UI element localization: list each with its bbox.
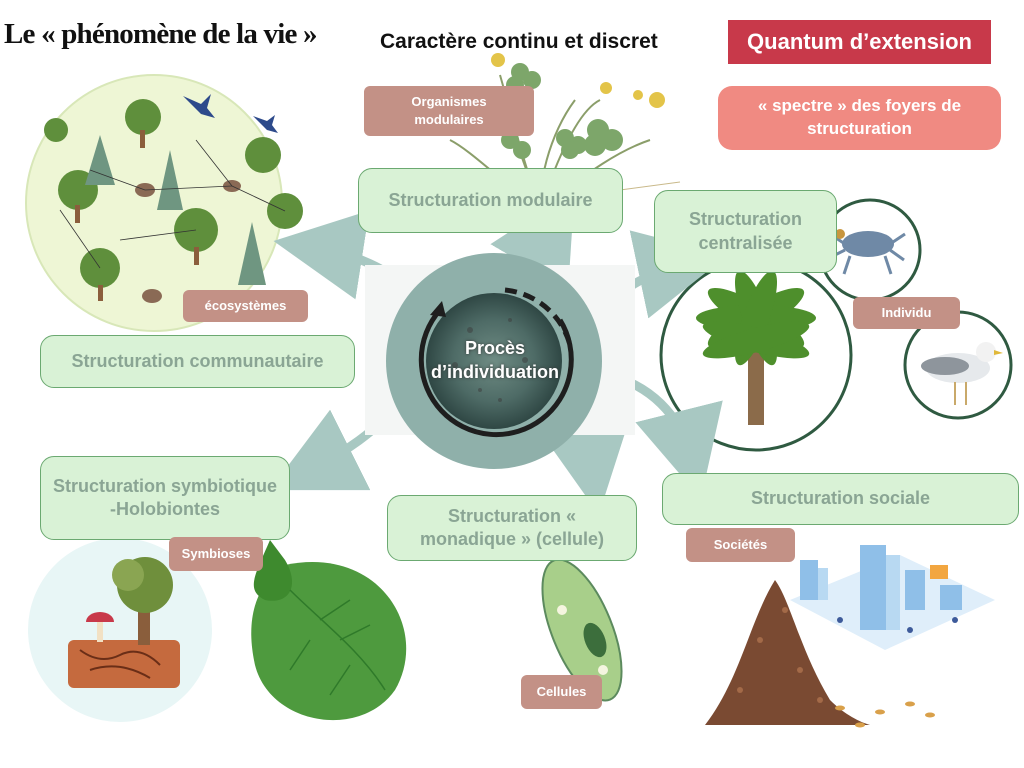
structuration-sociale-box: Structuration sociale	[662, 473, 1019, 525]
seagull-photo	[903, 310, 1013, 420]
tag-symbioses: Symbioses	[169, 537, 263, 571]
termite-mound-illustration	[705, 580, 935, 728]
spectre-box: « spectre » des foyers de structuration	[718, 86, 1001, 150]
tag-cellules: Cellules	[521, 675, 602, 709]
mushroom-tree-illustration	[28, 538, 212, 722]
smart-city-illustration	[790, 545, 995, 650]
structuration-centralisee-box: Structuration centralisée	[654, 190, 837, 273]
palm-tree-photo	[659, 258, 853, 452]
structuration-monadique-box: Structuration « monadique » (cellule)	[387, 495, 637, 561]
crab-photo	[818, 198, 922, 302]
structuration-communautaire-box: Structuration communautaire	[40, 335, 355, 388]
tag-individu: Individu	[853, 297, 960, 329]
arrow-to-monadique	[540, 418, 630, 515]
structuration-symbiotique-box: Structuration symbiotique -Holobiontes	[40, 456, 290, 540]
leaf-sea-slug-illustration	[251, 540, 407, 721]
tag-societes: Sociétés	[686, 528, 795, 562]
structuration-modulaire-box: Structuration modulaire	[358, 168, 623, 233]
tag-ecosystemes: écosystèmes	[183, 290, 308, 322]
tag-organismes-modulaires: Organismes modulaires	[364, 86, 534, 136]
quantum-banner: Quantum d’extension	[728, 20, 991, 64]
page-subtitle: Caractère continu et discret	[380, 30, 658, 53]
page-title: Le « phénomène de la vie »	[4, 18, 317, 50]
center-label: Procès d’individuation	[431, 338, 559, 383]
central-hub	[365, 253, 635, 469]
